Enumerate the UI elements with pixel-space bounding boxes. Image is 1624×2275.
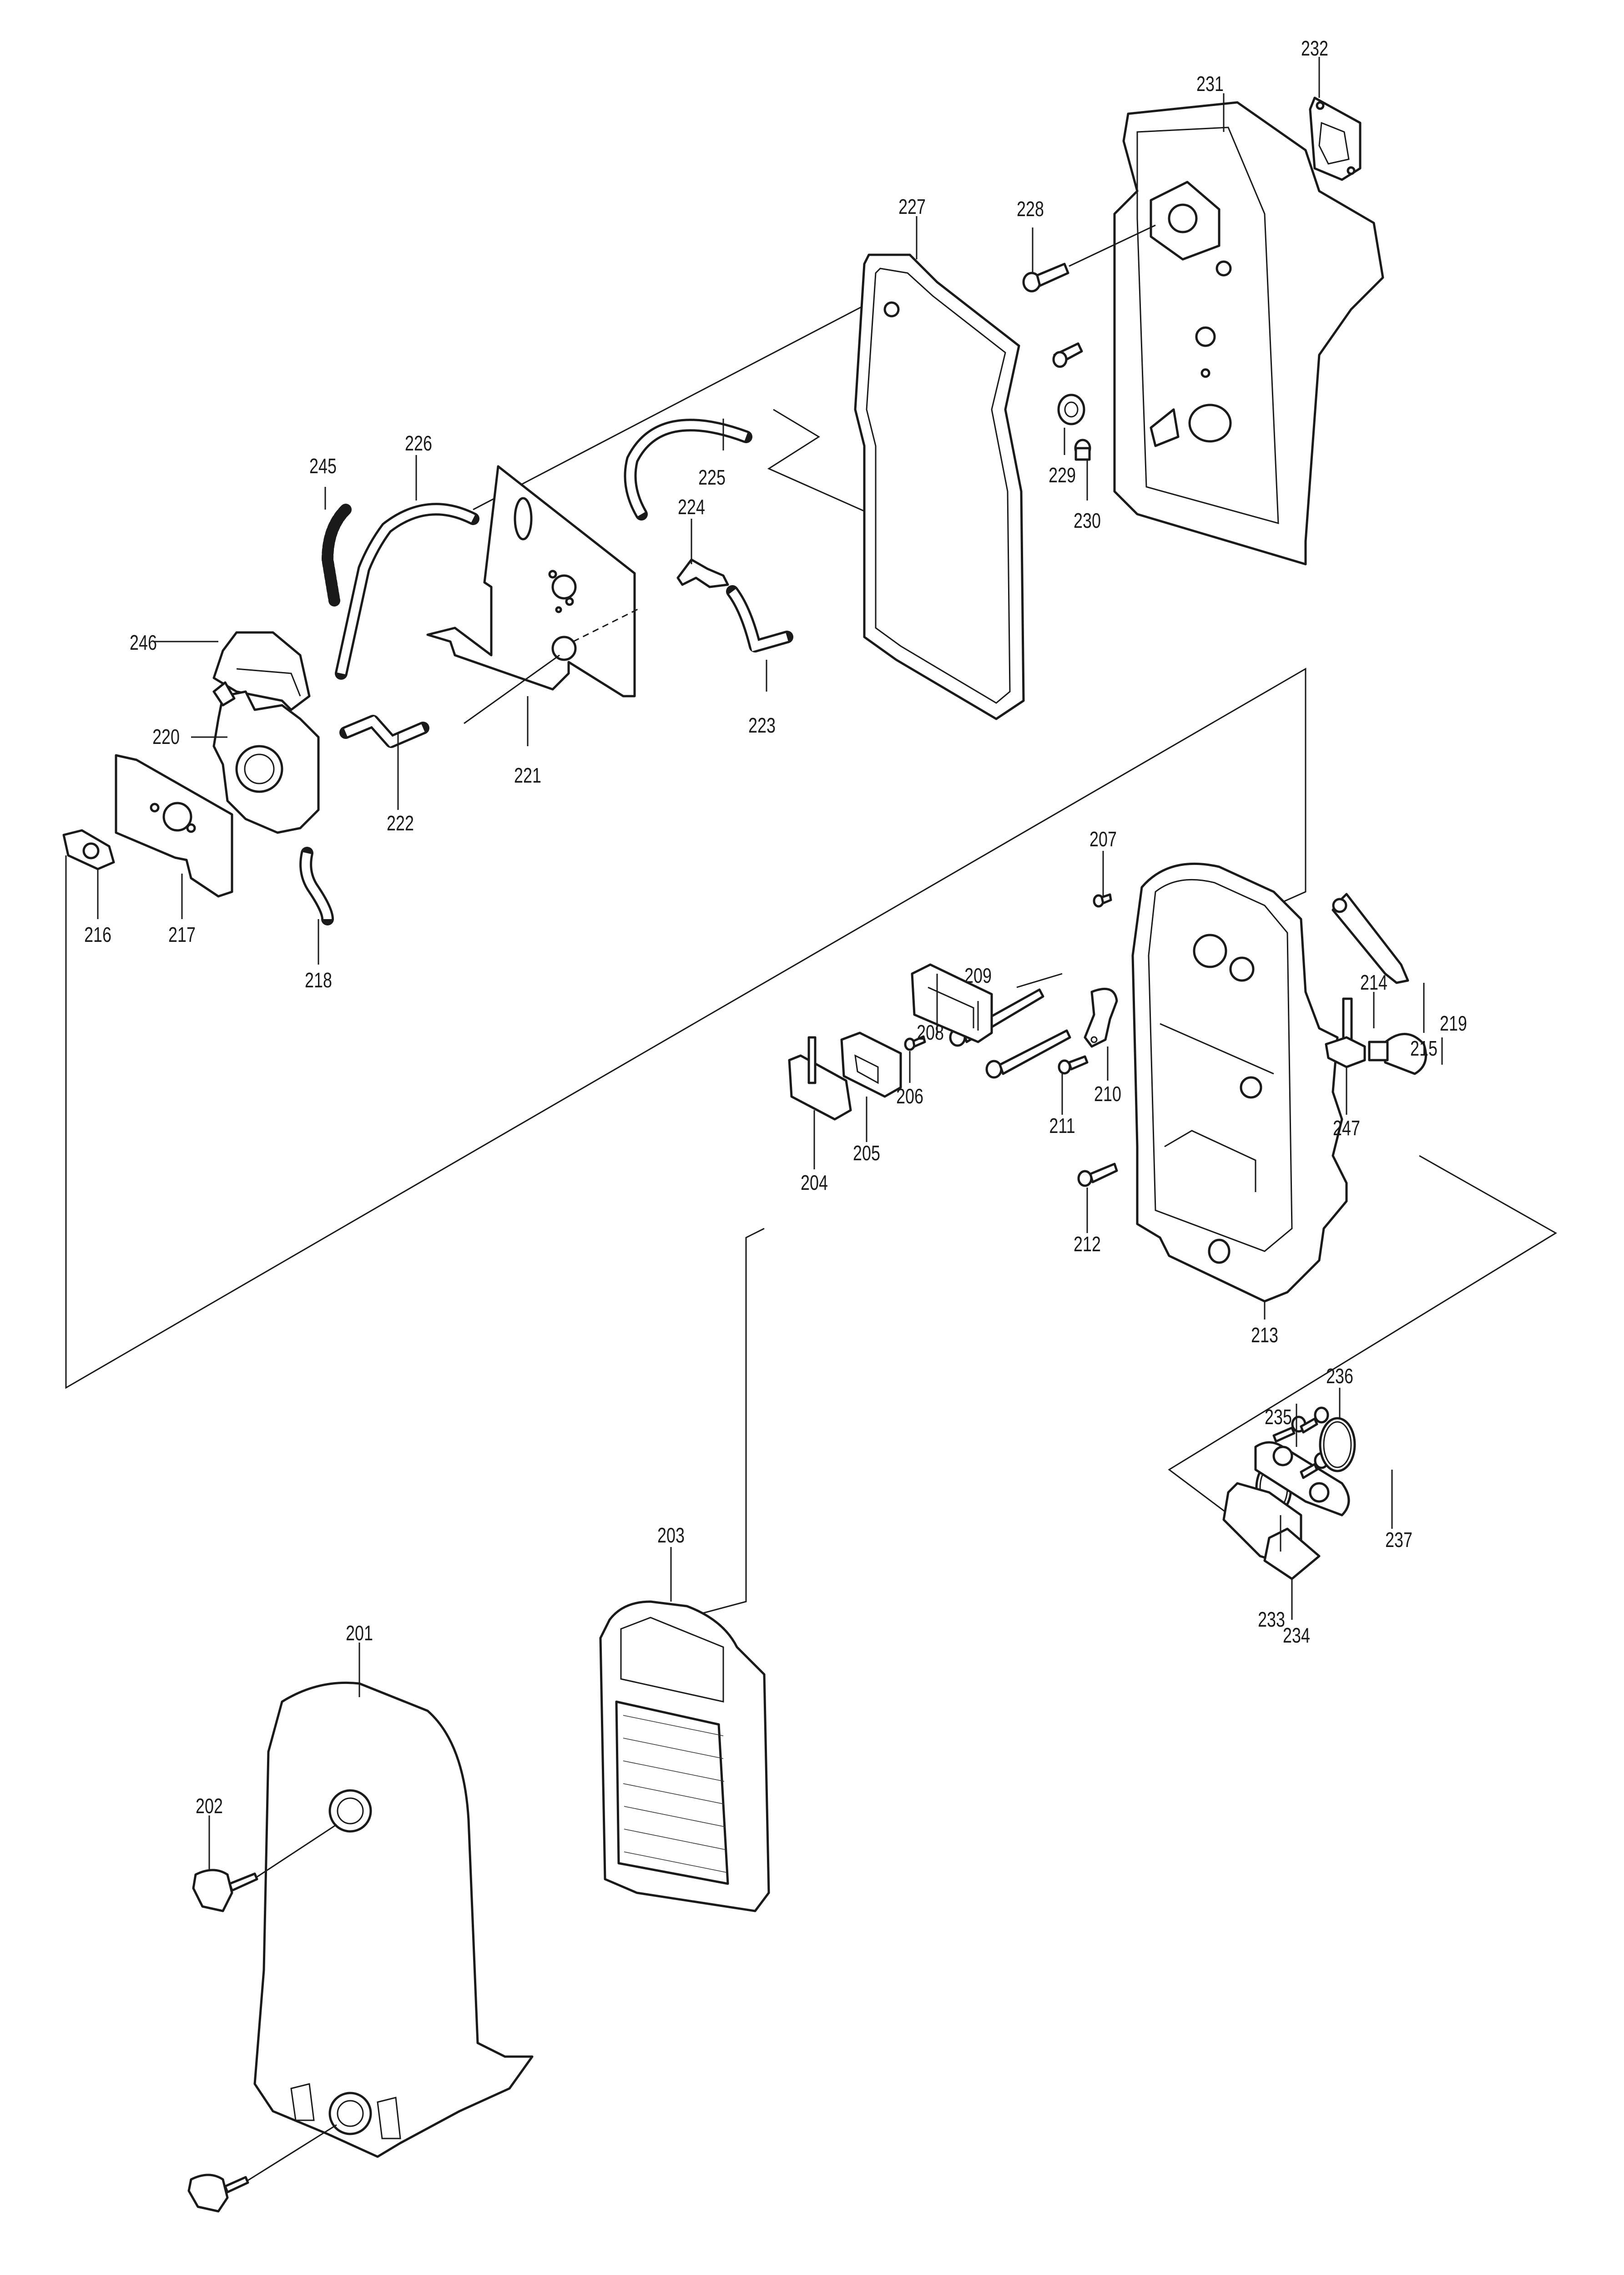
label-204: 204: [801, 1171, 828, 1194]
part-237-oring: [1319, 1417, 1356, 1472]
part-205-block: [840, 1031, 902, 1098]
label-235: 235: [1265, 1405, 1292, 1429]
part-202-knob: [187, 1824, 337, 2213]
label-245: 245: [309, 455, 337, 478]
part-226-hose: [335, 503, 479, 680]
label-233: 233: [1258, 1608, 1285, 1631]
label-236: 236: [1326, 1365, 1353, 1388]
label-225: 225: [698, 466, 726, 489]
label-211: 211: [1049, 1114, 1075, 1138]
part-214-strip: [1342, 997, 1353, 1043]
part-232-gasket: [1309, 96, 1362, 181]
part-216-gasket: [62, 829, 115, 870]
part-229-seal: [1052, 342, 1085, 425]
label-201: 201: [346, 1622, 373, 1645]
guide-line-valve: [1168, 1155, 1557, 1525]
label-209: 209: [964, 964, 992, 987]
label-206: 206: [896, 1085, 923, 1108]
label-219: 219: [1440, 1012, 1467, 1035]
label-228: 228: [1017, 197, 1044, 221]
part-219-primer: [1368, 1033, 1427, 1075]
guide-lines: [65, 290, 1557, 1621]
part-212-screw: [1077, 1163, 1118, 1187]
label-224: 224: [678, 495, 705, 519]
part-217-insulator: [115, 754, 233, 898]
label-208: 208: [917, 1021, 944, 1044]
part-245-spring: [322, 504, 352, 607]
part-227-gasket-frame: [854, 253, 1025, 720]
part-224-t-connector: [676, 558, 729, 588]
label-222: 222: [387, 812, 414, 835]
label-207: 207: [1089, 828, 1117, 851]
part-230-plug: [1074, 439, 1091, 461]
label-205: 205: [853, 1142, 880, 1165]
label-234: 234: [1283, 1624, 1310, 1647]
part-234-valve: [1222, 1482, 1321, 1580]
part-204-lever: [788, 1036, 852, 1121]
part-203-filter: [599, 1600, 770, 1912]
label-218: 218: [305, 969, 332, 992]
part-220-carburetor: [212, 681, 320, 834]
label-214: 214: [1360, 971, 1387, 994]
label-221: 221: [514, 764, 541, 787]
part-201-cover: [253, 1681, 534, 2158]
part-218-hose: [299, 847, 334, 925]
part-247-clip: [1325, 1036, 1366, 1068]
part-222-hose: [339, 715, 429, 748]
guide-line-plate: [473, 290, 892, 511]
label-229: 229: [1049, 464, 1076, 487]
part-225-hose: [624, 419, 752, 521]
label-202: 202: [196, 1795, 223, 1818]
guide-line-filter: [677, 1228, 765, 1621]
label-247: 247: [1333, 1117, 1360, 1140]
part-223-hose: [726, 585, 793, 652]
label-226: 226: [405, 432, 432, 455]
part-213-base: [1131, 862, 1348, 1303]
filter-pleats: [623, 1715, 726, 1873]
label-216: 216: [84, 923, 111, 946]
part-206-screw: [904, 1035, 926, 1051]
label-215: 215: [1410, 1037, 1437, 1060]
label-246: 246: [130, 631, 157, 654]
label-220: 220: [152, 725, 180, 748]
label-217: 217: [168, 923, 196, 946]
label-203: 203: [657, 1524, 685, 1547]
part-209b-bolt: [985, 1029, 1071, 1079]
leader-lines: [97, 57, 1443, 1870]
label-210: 210: [1094, 1082, 1121, 1106]
label-227: 227: [898, 195, 926, 218]
label-237: 237: [1385, 1528, 1412, 1552]
label-213: 213: [1251, 1324, 1278, 1347]
part-231-case: [1113, 101, 1384, 566]
label-230: 230: [1074, 509, 1101, 532]
part-208-cover: [911, 963, 993, 1043]
part-210-bracket: [1084, 987, 1118, 1048]
label-232: 232: [1301, 37, 1328, 60]
label-223: 223: [748, 714, 776, 737]
part-228-bolt: [1022, 224, 1156, 293]
part-labels: 231 232 227 228 229 230 226 245 225 224 …: [84, 37, 1467, 1818]
guide-line-frame: [65, 667, 1306, 1389]
part-215-lever: [1331, 893, 1409, 984]
label-231: 231: [1196, 72, 1224, 96]
part-207-screw: [1093, 893, 1112, 908]
part-211-screw: [1058, 1055, 1089, 1075]
part-221-plate: [426, 465, 642, 724]
part-235-cover: [1254, 1441, 1350, 1517]
label-212: 212: [1074, 1233, 1101, 1256]
